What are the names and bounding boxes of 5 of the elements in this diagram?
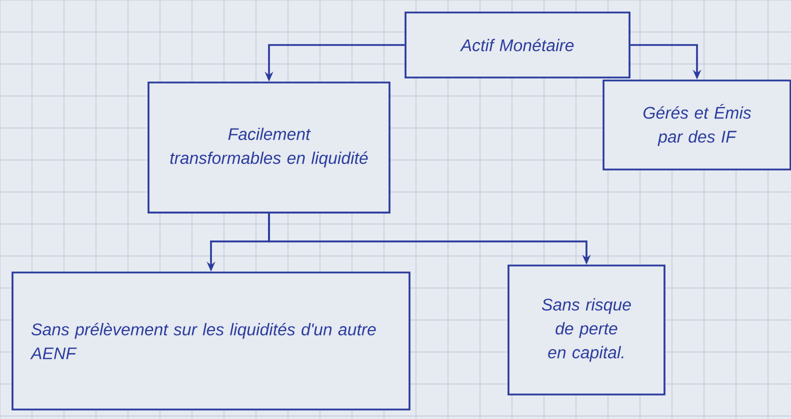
text-box: Actif Monétaire — [404, 12, 630, 78]
text-box: Gérés et Émis par des IF — [602, 80, 791, 170]
text-box: Sans risque de perte en capital. — [508, 264, 666, 396]
text-box: Facilement transformables en liquidité — [148, 82, 390, 214]
text-box: Sans prélèvement sur les liquidités d'un autre AENF — [12, 272, 410, 410]
